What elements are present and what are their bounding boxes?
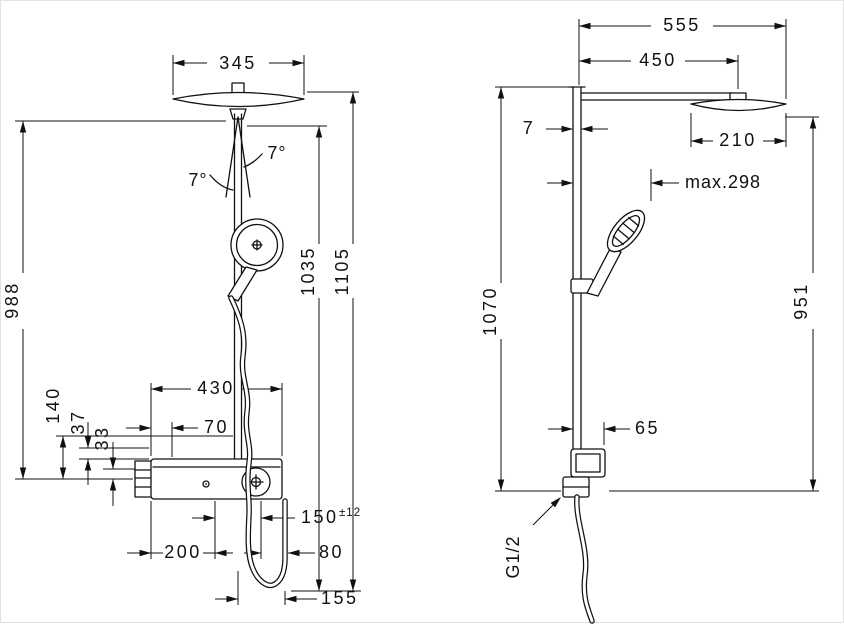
front-view-dimensions: 345 7° 7° 988 140 37 33 430 70 1035 1105… (2, 53, 361, 608)
wall-connection-block (134, 460, 153, 498)
dim-7-label: 7 (523, 118, 536, 138)
dim-max-reach-label: max.298 (685, 172, 761, 192)
dim-450-label: 450 (639, 50, 677, 70)
dim-1070-label: 1070 (480, 286, 500, 336)
dim-37-label: 37 (68, 409, 88, 434)
side-view-product (562, 86, 787, 498)
dim-1105-label: 1105 (332, 247, 352, 296)
dim-150-label: 150 (301, 507, 339, 527)
dim-head-width-label: 345 (219, 53, 257, 73)
dim-65-label: 65 (635, 418, 660, 438)
dim-1035-label: 1035 (298, 246, 318, 296)
select-button (202, 480, 210, 488)
dim-tilt-right-label: 7° (267, 143, 286, 163)
dim-155-label: 155 (321, 588, 359, 608)
dim-33-label: 33 (92, 425, 112, 450)
dim-210-label: 210 (719, 130, 757, 150)
dim-tilt-left-label: 7° (188, 170, 207, 190)
dim-430-label: 430 (197, 378, 235, 398)
dim-70-label: 70 (204, 417, 229, 437)
overhead-shower-side (690, 98, 787, 112)
side-hose (574, 494, 595, 624)
dim-951-label: 951 (791, 282, 811, 320)
side-view-dimensions: 555 450 7 210 max.298 1070 951 65 G1/2 (480, 15, 819, 579)
hand-shower-handle (227, 266, 258, 302)
dim-thread-label: G1/2 (503, 535, 523, 578)
hand-shower-handle-side (586, 246, 622, 297)
dim-140-label: 140 (43, 386, 63, 424)
dim-555-label: 555 (663, 15, 701, 35)
hand-shower-head-side (606, 209, 646, 253)
dim-80-label: 80 (319, 542, 344, 562)
shower-arm-stub (231, 82, 245, 94)
dim-200-label: 200 (164, 542, 202, 562)
dim-150-tolerance-label: ±12 (339, 507, 361, 519)
front-hose (228, 295, 288, 589)
overhead-shower-front (172, 91, 305, 108)
dim-988-label: 988 (2, 281, 22, 319)
